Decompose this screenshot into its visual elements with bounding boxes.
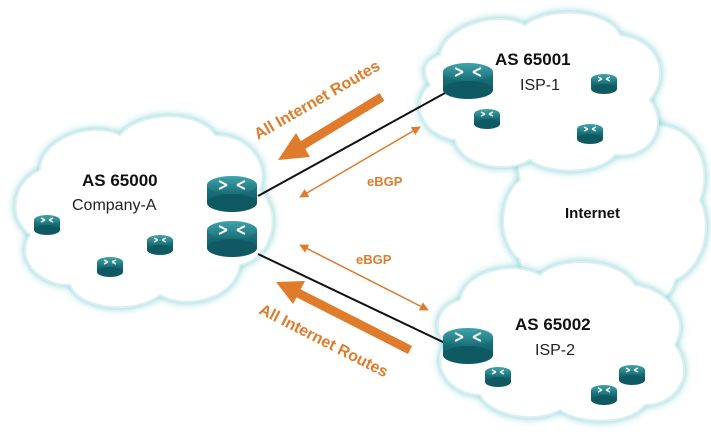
- router-icon: [618, 364, 646, 386]
- company-name: Company-A: [72, 197, 157, 214]
- company-as-number: AS 65000: [82, 171, 158, 190]
- ebgp-label-top: eBGP: [367, 174, 403, 189]
- isp2-name: ISP-2: [535, 342, 575, 359]
- router-icon: [146, 234, 174, 256]
- company-cloud: [14, 115, 274, 309]
- router-icon: [590, 384, 618, 406]
- isp1-name: ISP-1: [520, 77, 560, 94]
- router-icon: [473, 108, 501, 130]
- router-icon: [442, 62, 494, 100]
- route-arrow-top: [278, 93, 385, 160]
- router-icon: [590, 73, 618, 95]
- router-icon: [206, 220, 258, 258]
- isp1-as-number: AS 65001: [495, 50, 571, 69]
- ebgp-arrow-bottom: [299, 244, 429, 311]
- route-arrow-bottom: [276, 281, 413, 355]
- router-icon: [576, 123, 604, 145]
- internet-label: Internet: [565, 205, 620, 222]
- router-icon: [484, 366, 512, 388]
- route-label-bottom: All Internet Routes: [256, 301, 391, 381]
- route-label-top: All Internet Routes: [252, 58, 384, 144]
- ebgp-label-bottom: eBGP: [356, 252, 392, 267]
- router-icon: [442, 327, 494, 365]
- router-icon: [96, 256, 124, 278]
- isp2-as-number: AS 65002: [515, 315, 591, 334]
- router-icon: [33, 214, 61, 236]
- ebgp-arrow-top: [299, 126, 421, 198]
- router-icon: [206, 175, 258, 213]
